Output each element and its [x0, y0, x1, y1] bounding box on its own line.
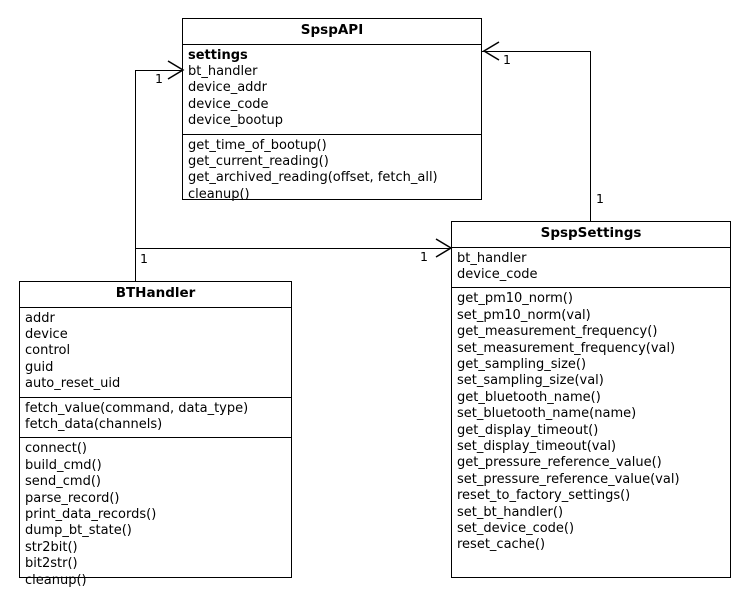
class-title-spspapi: SpspAPI: [183, 19, 481, 45]
method-row: set_pm10_norm(val): [457, 307, 591, 323]
method-row: build_cmd(): [25, 457, 102, 473]
method-row: get_display_timeout(): [457, 422, 599, 438]
multiplicity-settings-top: 1: [596, 191, 604, 206]
multiplicity-settings-left: 1: [420, 249, 428, 264]
class-box-spspsettings[interactable]: SpspSettings bt_handler device_code get_…: [451, 221, 731, 578]
class-box-bthandler[interactable]: BTHandler addr device control guid auto_…: [19, 281, 292, 588]
method-row: connect(): [25, 441, 87, 457]
method-row: get_sampling_size(): [457, 356, 587, 372]
connector-bthandler-spspsettings-horizontal: [135, 248, 451, 249]
method-row: get_current_reading(): [188, 153, 329, 169]
method-row: dump_bt_state(): [25, 523, 132, 539]
class-title-spspsettings: SpspSettings: [452, 222, 730, 248]
attribute-row: bt_handler: [457, 250, 527, 266]
method-row: fetch_data(channels): [25, 416, 163, 432]
method-row: reset_cache(): [457, 537, 546, 553]
attribute-row: addr: [25, 310, 55, 326]
method-row: set_bt_handler(): [457, 504, 564, 520]
method-row: get_pm10_norm(): [457, 291, 573, 307]
class-methods-primary-bthandler: fetch_value(command, data_type) fetch_da…: [20, 398, 291, 439]
class-box-spspapi[interactable]: SpspAPI settings bt_handler device_addr …: [182, 18, 482, 202]
method-row: bit2str(): [25, 556, 78, 572]
method-row: get_bluetooth_name(): [457, 389, 601, 405]
method-row: parse_record(): [25, 490, 120, 506]
method-row: cleanup(): [25, 572, 87, 588]
attribute-row: guid: [25, 359, 54, 375]
method-row: reset_to_factory_settings(): [457, 488, 631, 504]
method-row: cleanup(): [188, 186, 250, 202]
class-attributes-spspapi: settings bt_handler device_addr device_c…: [183, 45, 481, 135]
method-row: send_cmd(): [25, 474, 101, 490]
method-row: get_pressure_reference_value(): [457, 455, 662, 471]
arrowhead-into-spspsettings-left: [434, 237, 454, 259]
method-row: set_bluetooth_name(name): [457, 406, 637, 422]
arrowhead-into-spspapi-right: [481, 40, 501, 62]
class-attributes-spspsettings: bt_handler device_code: [452, 248, 730, 289]
method-row: str2bit(): [25, 539, 78, 555]
method-row: get_time_of_bootup(): [188, 137, 327, 153]
arrowhead-into-spspapi-left: [166, 59, 186, 81]
attribute-row: device_code: [457, 266, 538, 282]
multiplicity-api-left: 1: [155, 71, 163, 86]
method-row: print_data_records(): [25, 506, 157, 522]
multiplicity-bthandler-top: 1: [140, 251, 148, 266]
connector-bthandler-spspapi-vertical: [135, 70, 136, 281]
multiplicity-api-right: 1: [503, 52, 511, 67]
attribute-row: control: [25, 343, 71, 359]
method-row: get_measurement_frequency(): [457, 324, 658, 340]
class-methods-spspsettings: get_pm10_norm() set_pm10_norm(val) get_m…: [452, 288, 730, 558]
attribute-row: auto_reset_uid: [25, 376, 121, 392]
method-row: set_pressure_reference_value(val): [457, 471, 680, 487]
attribute-row: device_bootup: [188, 113, 283, 129]
method-row: set_display_timeout(val): [457, 438, 617, 454]
connector-bthandler-spspapi-horizontal: [135, 70, 183, 71]
method-row: set_sampling_size(val): [457, 373, 604, 389]
class-methods-secondary-bthandler: connect() build_cmd() send_cmd() parse_r…: [20, 438, 291, 593]
class-title-bthandler: BTHandler: [20, 282, 291, 308]
attribute-row: device: [25, 326, 68, 342]
attribute-row: device_code: [188, 96, 269, 112]
attribute-row: device_addr: [188, 80, 268, 96]
attribute-row: settings: [188, 47, 248, 63]
connector-spspsettings-spspapi-horizontal: [481, 51, 591, 52]
attribute-row: bt_handler: [188, 63, 258, 79]
class-methods-spspapi: get_time_of_bootup() get_current_reading…: [183, 135, 481, 208]
method-row: set_device_code(): [457, 521, 575, 537]
method-row: set_measurement_frequency(val): [457, 340, 676, 356]
connector-spspsettings-spspapi-vertical: [590, 51, 591, 221]
class-attributes-bthandler: addr device control guid auto_reset_uid: [20, 308, 291, 398]
method-row: get_archived_reading(offset, fetch_all): [188, 170, 438, 186]
method-row: fetch_value(command, data_type): [25, 400, 249, 416]
